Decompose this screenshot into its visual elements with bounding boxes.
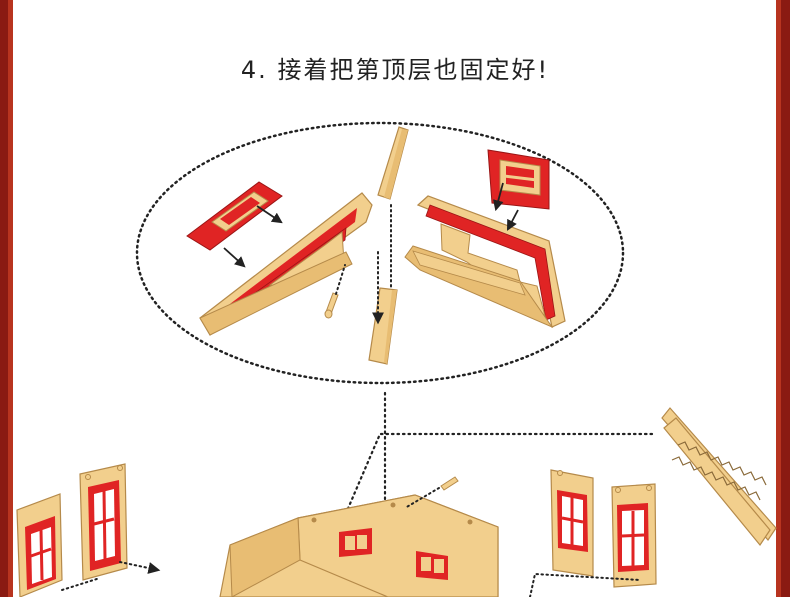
wall-panel-left-2 [79, 463, 128, 581]
wall-panel-left-1 [16, 493, 63, 597]
house-top-floor [219, 494, 499, 597]
dotted-guide-line [335, 264, 346, 295]
dowel-peg [324, 292, 339, 319]
dotted-guide-line [61, 577, 101, 591]
dotted-guide-line [404, 487, 440, 509]
window-panel-right [487, 149, 550, 210]
step-number: 4. [240, 56, 268, 84]
staircase [661, 407, 777, 547]
arrow-icon [493, 182, 504, 212]
wall-panel-right-1 [550, 469, 594, 577]
wall-panel-right-2 [611, 483, 657, 588]
dotted-guide-line [119, 561, 161, 574]
step-instruction: 4. 接着把第顶层也固定好! [0, 50, 790, 85]
support-beam [368, 287, 398, 365]
step-text: 接着把第顶层也固定好! [277, 56, 550, 84]
gable-frame-right [404, 195, 566, 329]
window-panel-left [186, 181, 283, 251]
dowel-peg [440, 476, 459, 491]
gable-frame-left [199, 192, 373, 336]
ridge-beam [377, 126, 409, 200]
arrow-icon [256, 205, 283, 224]
right-border-accent [776, 0, 781, 597]
window-small [339, 528, 372, 557]
detail-ellipse [135, 121, 625, 385]
window-small [416, 551, 448, 580]
arrow-icon [506, 209, 519, 231]
left-border-accent [8, 0, 13, 597]
arrow-icon [223, 247, 246, 268]
